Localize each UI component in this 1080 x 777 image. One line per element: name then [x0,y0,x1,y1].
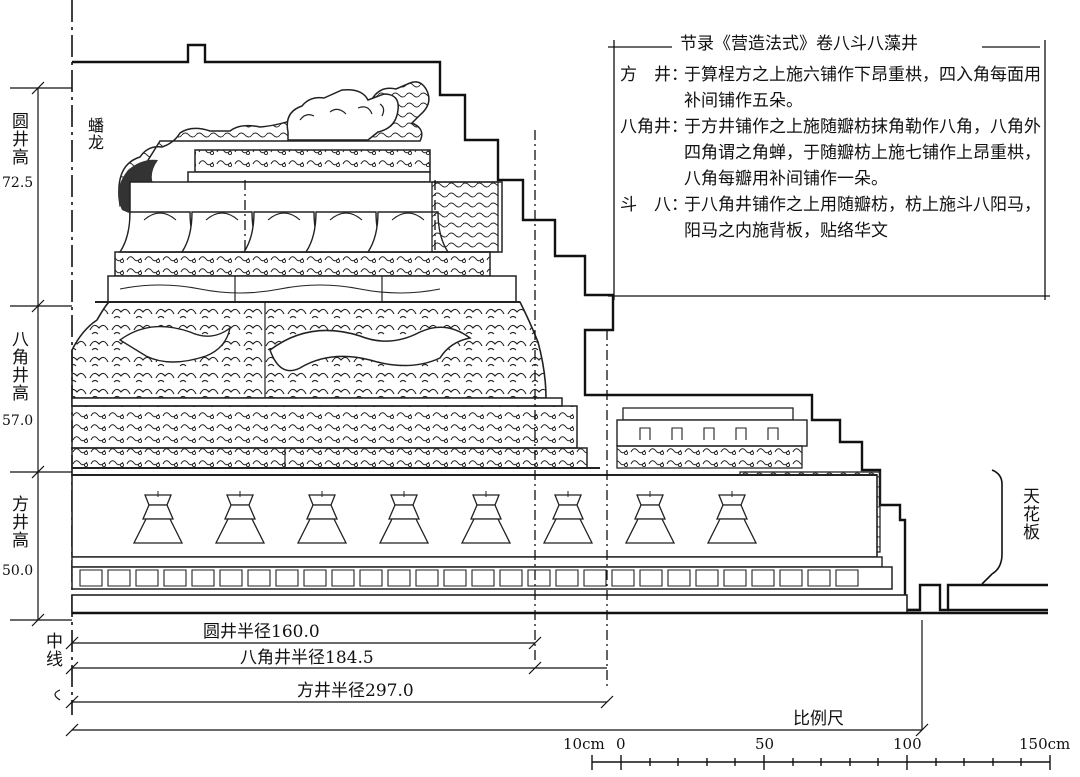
square-well-tiers [71,474,1048,615]
crown-panlong-carving [118,81,430,216]
scale-tick-0: 0 [616,735,626,753]
notes-title: 节录《营造法式》卷八斗八藻井 [676,36,922,53]
notes-box-frame [608,40,1050,300]
octagonal-well-radius-label: 八角井半径184.5 [240,648,374,668]
notes-box: 方 井： 于算桯方之上施六铺作下昂重栱，四入角每面用补间铺作五朵。 八角井： 于… [620,62,1045,244]
height-dimension-line [10,81,72,627]
square-well-height-value: 50.0 [2,563,34,579]
note-douba: 斗 八： 于八角井铺作之上用随瓣枋，枋上施斗八阳马，阳马之内施背板，贴络华文 [620,192,1045,244]
octagonal-well-height-value: 57.0 [2,413,34,429]
round-well-height-label: 圆井高 [8,112,28,166]
round-well-height-value: 72.5 [2,175,34,191]
round-well-tiers [95,149,520,303]
scale-tick-150cm: 150cm [1019,735,1071,753]
scale-title: 比例尺 [793,709,844,729]
note-label: 斗 八： [620,195,688,215]
note-label: 八角井： [620,117,688,137]
scale-tick-10cm: 10cm [563,735,605,753]
center-line-label: 中线 [42,632,62,668]
scale-bar [591,755,1051,770]
octagonal-well-height-label: 八角井高 [8,330,28,402]
note-fangjing: 方 井： 于算桯方之上施六铺作下昂重栱，四入角每面用补间铺作五朵。 [620,62,1045,114]
note-label: 方 井： [620,65,688,85]
panlong-label: 蟠龙 [85,117,104,151]
octagonal-well-tiers [71,301,600,469]
note-text: 于八角井铺作之上用随瓣枋，枋上施斗八阳马，阳马之内施背板，贴络华文 [684,195,1041,241]
square-well-radius-label: 方井半径297.0 [297,681,414,701]
note-text: 于方井铺作之上施随瓣枋抹角勒作八角，八角外四角谓之角蝉，于随瓣枋上施七铺作上昂重… [684,117,1041,189]
note-bajiaojing: 八角井： 于方井铺作之上施随瓣枋抹角勒作八角，八角外四角谓之角蝉，于随瓣枋上施七… [620,114,1045,192]
square-well-height-label: 方井高 [8,495,28,549]
ceiling-board-brace [981,469,1003,585]
note-text: 于算桯方之上施六铺作下昂重栱，四入角每面用补间铺作五朵。 [684,65,1041,111]
ceiling-board-label: 天花板 [1019,487,1039,541]
round-well-radius-label: 圆井半径160.0 [203,622,320,642]
radius-dimension-lines [54,620,929,737]
scale-tick-50: 50 [755,735,775,753]
scale-tick-100: 100 [893,735,922,753]
